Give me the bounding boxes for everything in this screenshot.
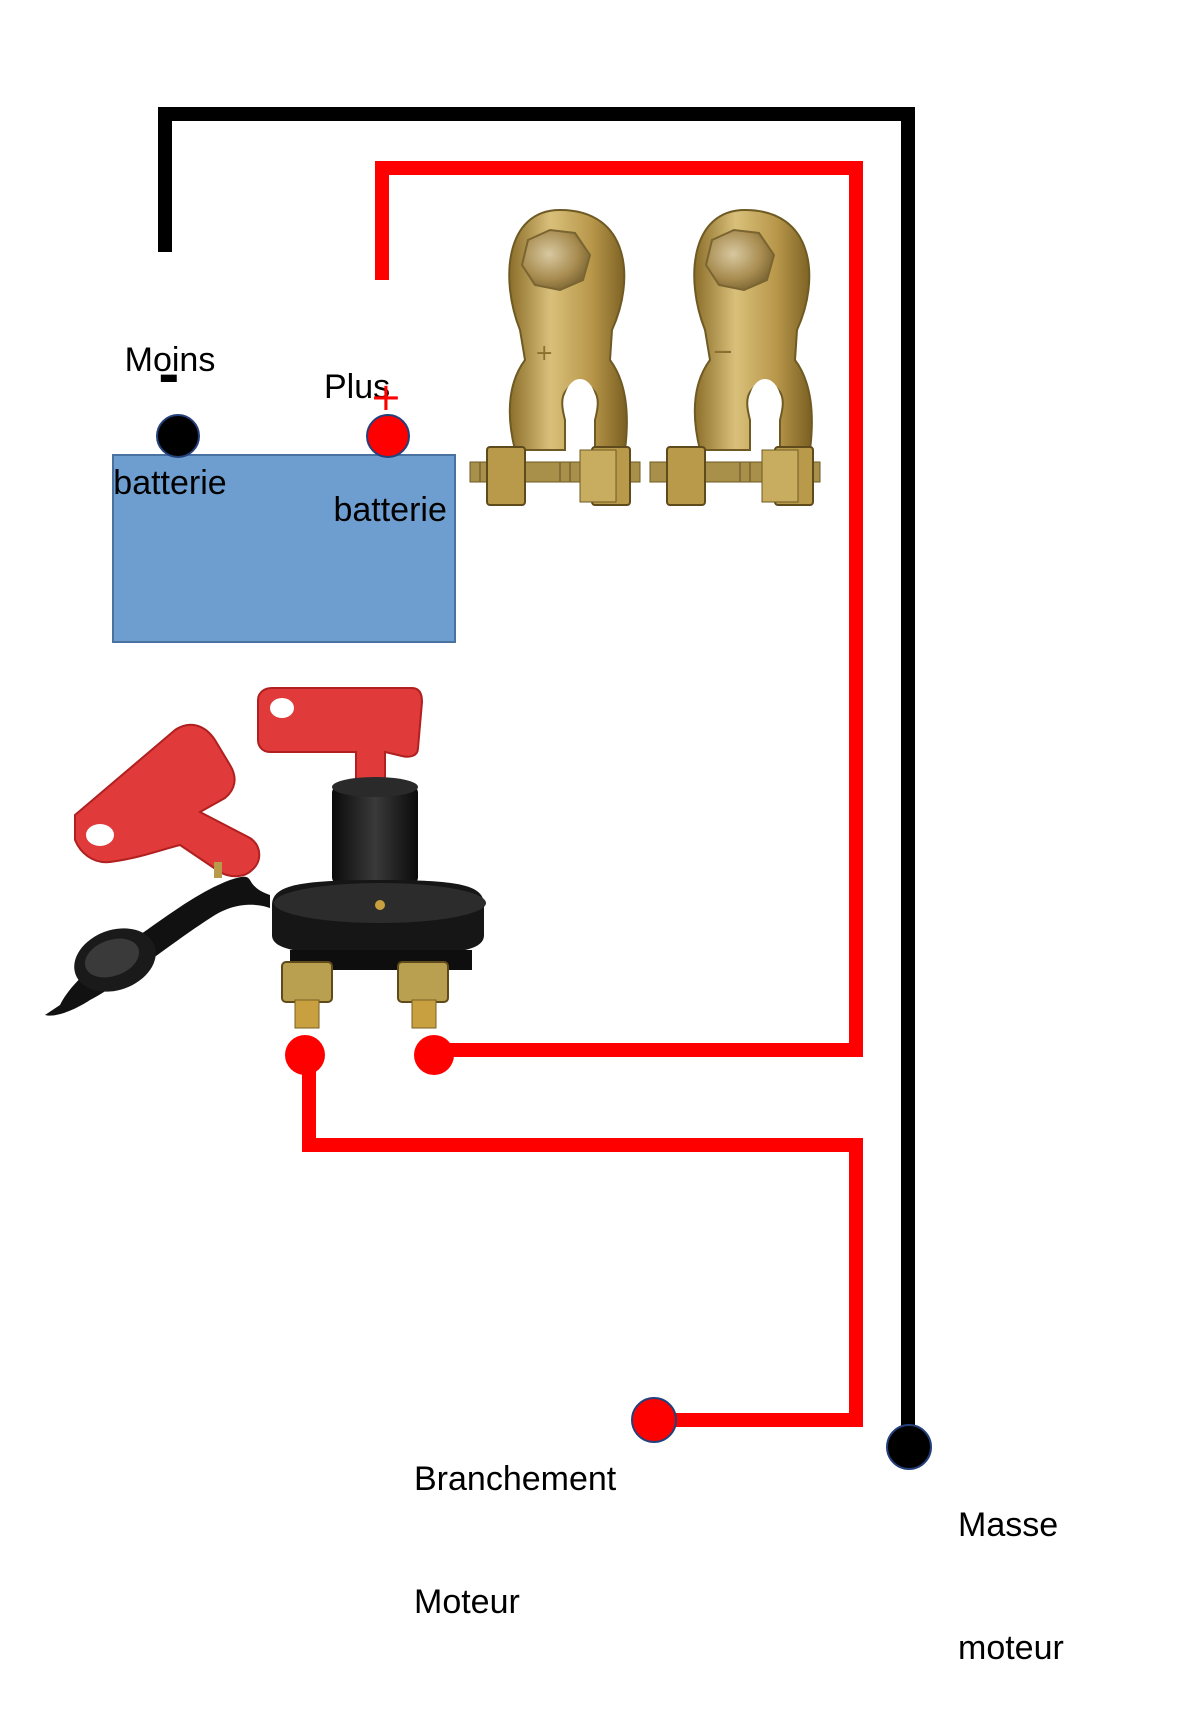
minus-sign: - [158, 346, 180, 406]
battery-positive-terminal [366, 414, 410, 458]
engine-ground-terminal [886, 1424, 932, 1470]
negative-wire [158, 107, 915, 1432]
label-moins-batterie-line2: batterie [113, 464, 227, 502]
battery-disconnect-switch-icon [257, 687, 486, 1029]
label-masse-moteur: Masse moteur [958, 1423, 1064, 1710]
label-moins-batterie: Moins batterie [110, 258, 230, 545]
label-branchement-line2: Moteur [414, 1583, 520, 1621]
label-masse-line1: Masse [958, 1506, 1059, 1544]
switch-output-terminal [285, 1035, 325, 1075]
label-plus-batterie: Plus batterie [324, 285, 447, 572]
label-plus-batterie-line1: Plus [324, 368, 391, 406]
label-moins-batterie-line1: Moins [124, 341, 216, 379]
svg-text:−: − [712, 337, 734, 367]
switch-key-icon [74, 723, 261, 878]
label-branchement-moteur: Branchement Moteur [414, 1377, 616, 1664]
battery-terminal-clamp-icon: + − [469, 208, 821, 506]
plus-sign: + [370, 375, 402, 419]
battery-icon [112, 454, 456, 643]
label-plus-batterie-line2: batterie [324, 491, 447, 529]
label-masse-line2: moteur [958, 1629, 1064, 1667]
switch-input-terminal [414, 1035, 454, 1075]
positive-wire-switch-to-engine [302, 1055, 863, 1427]
dust-cap-icon [45, 876, 270, 1016]
positive-wire-battery-to-switch [375, 161, 863, 1057]
label-branchement-line1: Branchement [414, 1460, 617, 1498]
engine-connection-terminal [631, 1397, 677, 1443]
battery-negative-terminal [156, 414, 200, 458]
svg-text:+: + [535, 341, 553, 366]
